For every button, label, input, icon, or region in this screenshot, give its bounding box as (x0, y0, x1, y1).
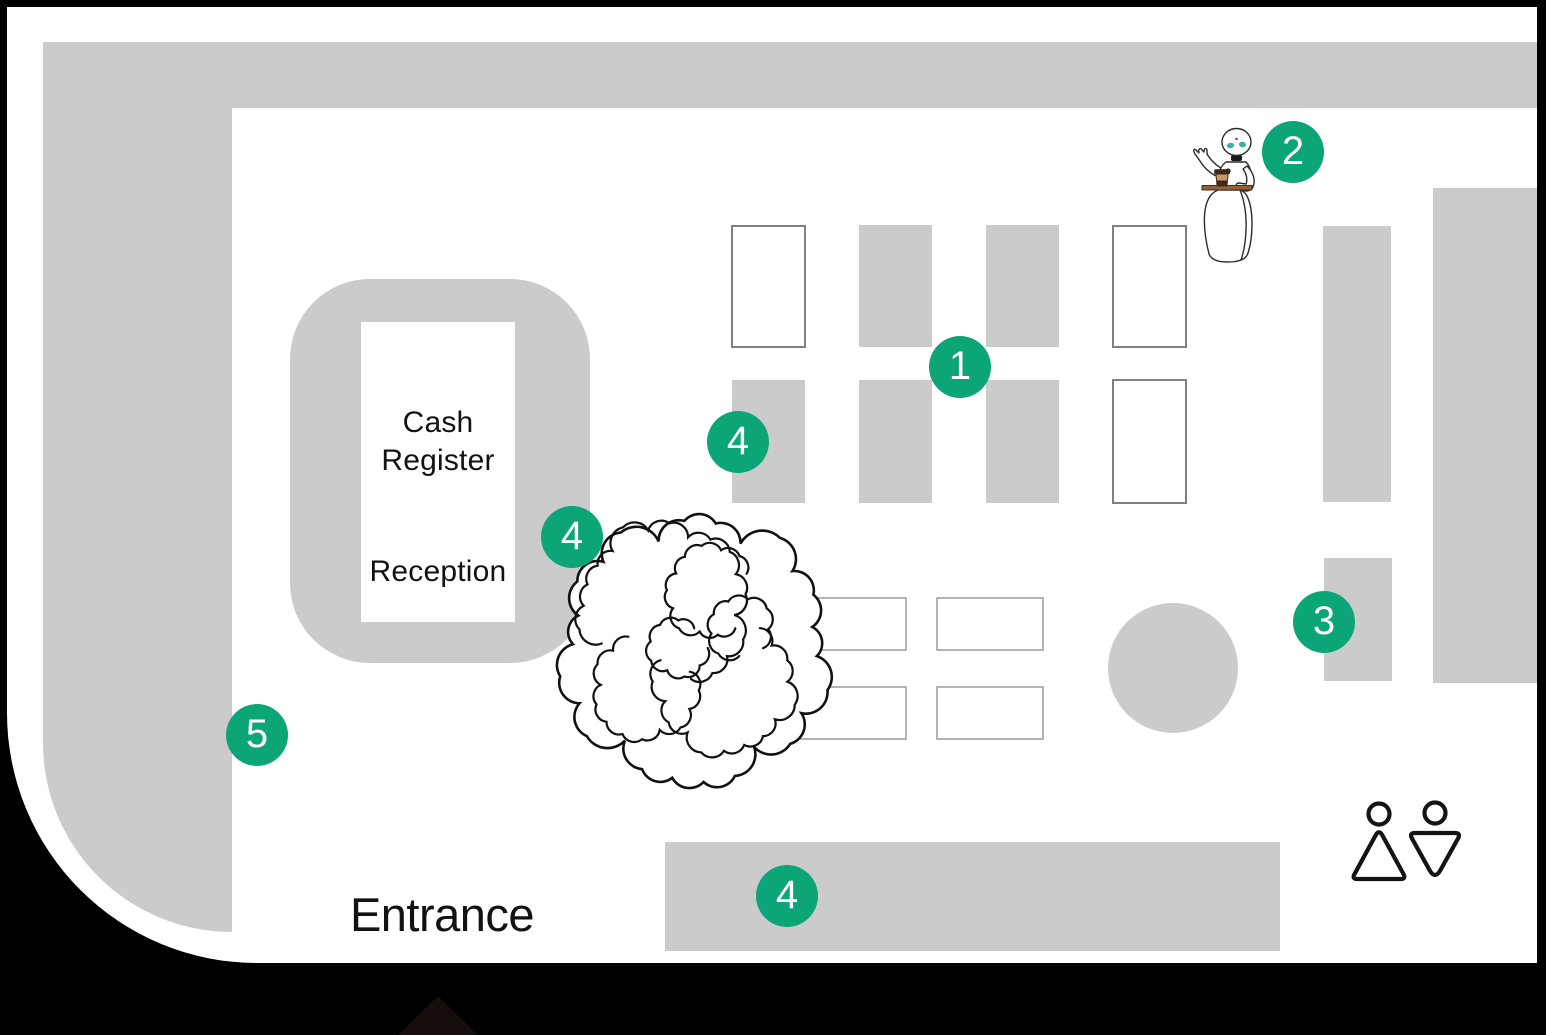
restroom-woman-body-icon (1408, 830, 1462, 878)
table-gray (859, 380, 932, 503)
tree-foliage (644, 616, 711, 680)
small-table-outlined (936, 597, 1044, 651)
wall-right-column (1433, 188, 1537, 683)
wall-left (43, 42, 232, 932)
entrance-arrow-icon (398, 996, 478, 1035)
table-gray (732, 380, 805, 503)
restroom-man-head-icon (1366, 801, 1392, 827)
tree-foliage (649, 627, 799, 759)
robot-neck (1231, 155, 1242, 161)
bench-right-tall (1323, 226, 1391, 502)
bottom-counter (665, 842, 1280, 951)
round-table (1108, 603, 1238, 733)
robot-eye-right (1238, 141, 1247, 148)
coffee-cup-lid (1214, 169, 1230, 175)
tree-foliage (592, 635, 702, 744)
wall-top (232, 42, 1537, 108)
table-gray (986, 225, 1059, 347)
reception-counter-inner (361, 322, 515, 622)
bench-right-short (1324, 558, 1392, 681)
restroom-man-body-icon (1351, 830, 1407, 882)
table-gray (986, 380, 1059, 503)
table-gray (859, 225, 932, 347)
robot-skirt (1203, 186, 1253, 263)
table-outlined (1112, 379, 1187, 504)
coffee-cup-sleeve (1216, 180, 1228, 186)
tree-foliage (706, 594, 774, 662)
tree-foliage (663, 541, 750, 639)
robot-forehead-dot (1235, 137, 1238, 141)
robot-waiter-icon (1193, 127, 1255, 263)
table-outlined (731, 225, 806, 348)
tree-icon (555, 512, 834, 790)
restroom-men-women-icon (1351, 800, 1462, 882)
table-outlined (1112, 225, 1187, 348)
tree-foliage (574, 519, 749, 684)
robot-skirt-seam (1239, 189, 1247, 261)
robot-eye-left (1226, 142, 1235, 149)
small-table-outlined (936, 686, 1044, 740)
robot-head (1221, 127, 1252, 157)
restroom-woman-head-icon (1422, 800, 1448, 826)
